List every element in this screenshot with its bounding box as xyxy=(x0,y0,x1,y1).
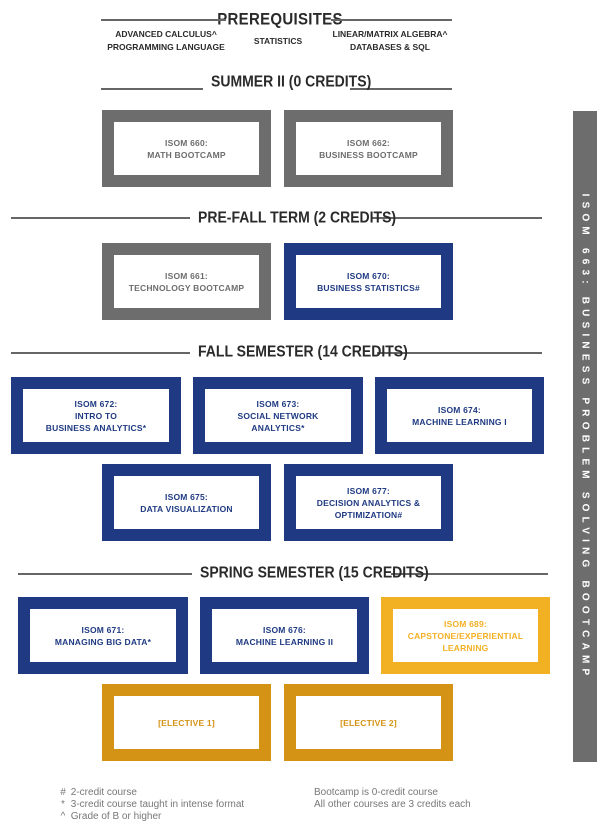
prerequisites-title: PREREQUISITES xyxy=(217,10,343,29)
footnote-grade: ^ Grade of B or higher xyxy=(58,811,162,822)
course-isom-662-label: ISOM 662: BUSINESS BOOTCAMP xyxy=(319,137,418,160)
course-isom-673: ISOM 673: SOCIAL NETWORK ANALYTICS* xyxy=(193,377,363,454)
bootcamp-sidebar-label: ISOM 663: BUSINESS PROBLEM SOLVING BOOTC… xyxy=(579,193,591,680)
course-elective-1-label: [ELECTIVE 1] xyxy=(158,717,215,728)
course-isom-670: ISOM 670: BUSINESS STATISTICS# xyxy=(284,243,453,320)
summer-divider-left xyxy=(101,88,203,90)
course-isom-674: ISOM 674: MACHINE LEARNING I xyxy=(375,377,544,454)
course-isom-677-label: ISOM 677: DECISION ANALYTICS & OPTIMIZAT… xyxy=(316,485,421,520)
course-isom-662: ISOM 662: BUSINESS BOOTCAMP xyxy=(284,110,453,187)
prereq-left-group: ADVANCED CALCULUS^ PROGRAMMING LANGUAGE xyxy=(101,28,231,54)
course-isom-677: ISOM 677: DECISION ANALYTICS & OPTIMIZAT… xyxy=(284,464,453,541)
prereq-divider-left xyxy=(101,19,226,21)
course-isom-672: ISOM 672: INTRO TO BUSINESS ANALYTICS* xyxy=(11,377,181,454)
footnote-other-courses: All other courses are 3 credits each xyxy=(314,799,471,810)
footnote-symbol-caret: ^ xyxy=(60,811,66,822)
course-isom-675-label: ISOM 675: DATA VISUALIZATION xyxy=(140,491,233,514)
footnote-symbol-asterisk: * xyxy=(61,799,65,810)
course-isom-671: ISOM 671: MANAGING BIG DATA* xyxy=(18,597,188,674)
fall-divider-right xyxy=(360,352,542,354)
course-isom-689: ISOM 689: CAPSTONE/EXPERIENTIAL LEARNING xyxy=(381,597,550,674)
footnote-bootcamp: Bootcamp is 0-credit course xyxy=(314,787,438,798)
prereq-advanced-calculus: ADVANCED CALCULUS^ xyxy=(115,29,217,39)
course-elective-1: [ELECTIVE 1] xyxy=(102,684,271,761)
footnote-text: Grade of B or higher xyxy=(70,811,162,822)
footnote-text: 3-credit course taught in intense format xyxy=(70,799,245,810)
course-isom-671-label: ISOM 671: MANAGING BIG DATA* xyxy=(54,624,152,647)
section-fall: FALL SEMESTER (14 CREDITS) xyxy=(190,342,408,360)
course-isom-661: ISOM 661: TECHNOLOGY BOOTCAMP xyxy=(102,243,271,320)
prefall-divider-left xyxy=(11,217,191,219)
bootcamp-sidebar: ISOM 663: BUSINESS PROBLEM SOLVING BOOTC… xyxy=(573,111,597,762)
footnote-3-credit: * 3-credit course taught in intense form… xyxy=(58,799,244,810)
fall-divider-left xyxy=(11,352,191,354)
prereq-statistics: STATISTICS xyxy=(253,36,303,46)
course-isom-670-label: ISOM 670: BUSINESS STATISTICS# xyxy=(317,270,420,293)
course-isom-672-label: ISOM 672: INTRO TO BUSINESS ANALYTICS* xyxy=(45,398,147,433)
prereq-linear-algebra: LINEAR/MATRIX ALGEBRA^ xyxy=(332,29,448,39)
prereq-databases-sql: DATABASES & SQL xyxy=(350,42,430,52)
course-isom-674-label: ISOM 674: MACHINE LEARNING I xyxy=(412,404,507,427)
spring-divider-right xyxy=(374,573,548,575)
prefall-divider-right xyxy=(355,217,542,219)
prereq-right-group: LINEAR/MATRIX ALGEBRA^ DATABASES & SQL xyxy=(325,28,455,54)
section-summer: SUMMER II (0 CREDITS) xyxy=(203,72,371,90)
summer-divider-right xyxy=(350,88,452,90)
course-isom-689-label: ISOM 689: CAPSTONE/EXPERIENTIAL LEARNING xyxy=(407,618,524,653)
course-isom-660: ISOM 660: MATH BOOTCAMP xyxy=(102,110,271,187)
course-isom-661-label: ISOM 661: TECHNOLOGY BOOTCAMP xyxy=(128,270,245,293)
course-isom-676-label: ISOM 676: MACHINE LEARNING II xyxy=(235,624,334,647)
course-isom-673-label: ISOM 673: SOCIAL NETWORK ANALYTICS* xyxy=(237,398,319,433)
section-spring: SPRING SEMESTER (15 CREDITS) xyxy=(192,563,429,581)
course-elective-2-label: [ELECTIVE 2] xyxy=(340,717,397,728)
section-prefall: PRE-FALL TERM (2 CREDITS) xyxy=(190,208,396,226)
course-elective-2: [ELECTIVE 2] xyxy=(284,684,453,761)
footnote-symbol-hash: # xyxy=(60,787,66,798)
course-isom-676: ISOM 676: MACHINE LEARNING II xyxy=(200,597,369,674)
course-isom-675: ISOM 675: DATA VISUALIZATION xyxy=(102,464,271,541)
footnote-2-credit: # 2-credit course xyxy=(58,787,137,798)
prereq-programming-language: PROGRAMMING LANGUAGE xyxy=(107,42,225,52)
course-isom-660-label: ISOM 660: MATH BOOTCAMP xyxy=(147,137,226,160)
prereq-divider-right xyxy=(331,19,452,21)
spring-divider-left xyxy=(18,573,192,575)
footnote-text: 2-credit course xyxy=(70,787,137,798)
